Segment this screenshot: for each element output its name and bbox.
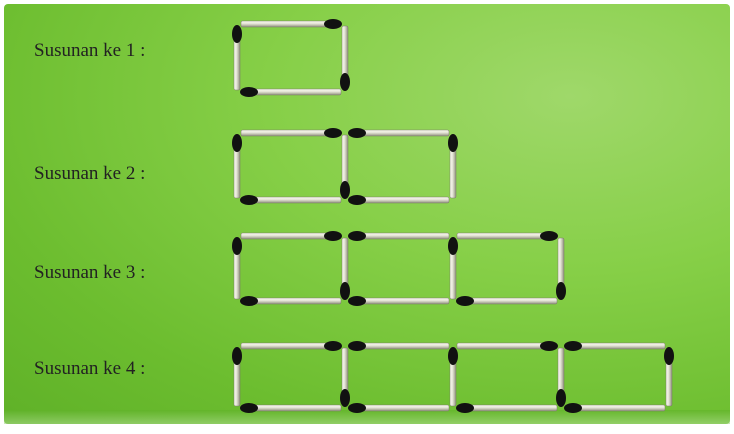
row-1-square-1-top-stick-head [324,19,342,29]
row-1-square-1-bottom-stick-head [240,87,258,97]
row-4-square-3-top-stick-head [540,341,558,351]
row-3-square-1-bottom-stick-head [240,296,258,306]
row-4-square-2-right-stick-head [448,347,458,365]
row-3-square-1-top-stick-head [324,231,342,241]
row-4-square-1-bottom-stick-head [240,403,258,413]
row-2-square-1-top-stick-head [324,128,342,138]
row-3-square-1-right-stick-head [340,282,350,300]
row-2-square-1-bottom-stick-head [240,195,258,205]
row-2-square-1-left-stick-head [232,134,242,152]
row-3-square-3-right-stick-head [556,282,566,300]
row-2-square-2-bottom-stick-head [348,195,366,205]
row-1-square-1-left-stick-head [232,25,242,43]
row-4-square-4-top-stick-head [564,341,582,351]
row-3-square-2-bottom-stick-head [348,296,366,306]
row-4-square-3-bottom-stick-head [456,403,474,413]
row-3-square-2-top-stick-head [348,231,366,241]
row-2-square-1-right-stick-head [340,181,350,199]
row-3-square-3-top-stick-head [540,231,558,241]
row-4-square-1-left-stick-head [232,347,242,365]
row-4-square-4-right-stick-head [664,347,674,365]
row-3-square-3-bottom-stick-head [456,296,474,306]
row-1-square-1-right-stick-head [340,73,350,91]
row-4-square-2-top-stick-head [348,341,366,351]
row-2-square-2-right-stick-head [448,134,458,152]
row-4-square-1-right-stick-head [340,389,350,407]
row-2-square-2-top-stick-head [348,128,366,138]
row-3-square-2-right-stick-head [448,237,458,255]
row-3-square-1-left-stick-head [232,237,242,255]
row-4-square-4-bottom-stick-head [564,403,582,413]
row-4-square-3-right-stick-head [556,389,566,407]
row-4-square-1-top-stick-head [324,341,342,351]
row-4-square-2-bottom-stick-head [348,403,366,413]
